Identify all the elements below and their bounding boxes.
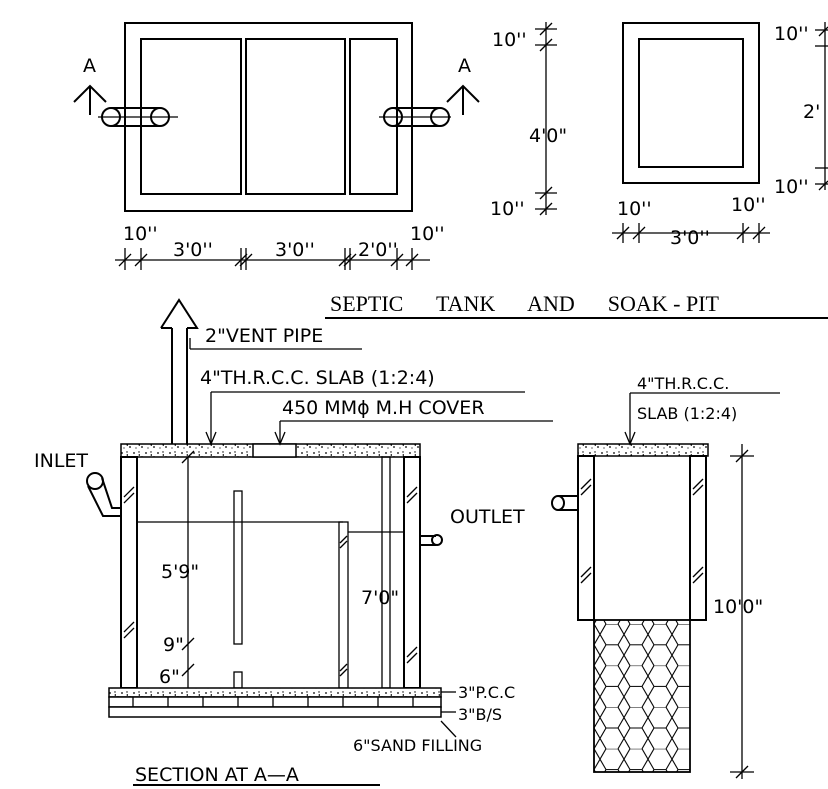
sand-filling-layer <box>108 706 442 718</box>
svg-text:10'': 10'' <box>617 198 652 220</box>
gap-label-6: 6" <box>159 666 180 688</box>
section-caption: SECTION AT A—A <box>135 764 299 786</box>
gap-label-9: 9" <box>163 634 184 656</box>
soak-pit-width-dimensions: 10'' 10'' 3'0'' <box>612 194 770 249</box>
chamber-2 <box>245 38 346 195</box>
septic-tank-section: 2"VENT PIPE 4"TH.R.C.C. SLAB (1:2:4) 450… <box>34 298 553 786</box>
baffle-hanging <box>233 490 243 645</box>
soak-pit-slab-leader: 4"TH.R.C.C. SLAB (1:2:4) <box>624 374 780 446</box>
sand-label: 6"SAND FILLING <box>353 736 482 755</box>
soak-pit-left-wall <box>577 455 595 621</box>
septic-tank-plan: A A 10'' 3'0'' 3'0 <box>73 22 567 270</box>
svg-text:A: A <box>458 55 471 77</box>
svg-text:10'': 10'' <box>774 176 809 198</box>
section-arrow-right: A <box>446 55 480 115</box>
soak-pit-right-wall <box>689 455 707 621</box>
depth-label-5-9: 5'9" <box>161 561 199 583</box>
svg-text:OUTLET: OUTLET <box>450 506 525 528</box>
svg-text:10'': 10'' <box>774 23 809 45</box>
svg-text:2': 2' <box>803 101 820 123</box>
plan-length-dimensions: 10'' 3'0'' 3'0'' 2'0'' 10'' <box>115 223 445 270</box>
soak-pit-depth-dimension: 10'0" <box>713 444 763 779</box>
soak-pit-depth-dimensions: 10'' 2' 10'' <box>774 22 828 198</box>
svg-text:SLAB (1:2:4): SLAB (1:2:4) <box>637 404 737 423</box>
depth-label-7-0: 7'0" <box>361 587 399 609</box>
manhole-cover <box>252 443 297 458</box>
svg-text:10'': 10'' <box>490 198 525 220</box>
vent-pipe: 2"VENT PIPE <box>160 298 362 444</box>
bs-label: 3"B/S <box>458 705 502 724</box>
inlet-pipe: INLET <box>34 450 121 517</box>
pcc-label: 3"P.C.C <box>458 683 515 702</box>
svg-text:10'': 10'' <box>731 194 766 216</box>
pcc-layer <box>108 687 442 698</box>
svg-text:2"VENT PIPE: 2"VENT PIPE <box>205 325 323 347</box>
slab-leader: 4"TH.R.C.C. SLAB (1:2:4) <box>200 367 525 446</box>
section-arrow-left: A <box>73 55 107 115</box>
soak-pit-slab <box>577 443 709 457</box>
svg-text:10'': 10'' <box>410 223 445 245</box>
soak-pit-inner <box>638 38 744 168</box>
plan-width-dimensions: 10'' 4'0" 10'' <box>490 22 567 220</box>
svg-text:4"TH.R.C.C.: 4"TH.R.C.C. <box>637 374 729 393</box>
svg-text:3'0'': 3'0'' <box>275 239 315 261</box>
svg-text:SEPTIC TANK AND: SEPTIC TANK AND SOAK - PIT <box>330 291 720 316</box>
drawing-title: SEPTIC TANK AND SOAK - PIT <box>325 291 828 319</box>
soak-pit-inlet <box>551 495 578 511</box>
svg-text:2'0'': 2'0'' <box>358 239 398 261</box>
svg-text:3'0'': 3'0'' <box>670 227 710 249</box>
cover-leader: 450 MMϕ M.H COVER <box>274 397 553 446</box>
outlet-pipe: OUTLET <box>348 506 525 546</box>
svg-text:10'': 10'' <box>492 29 527 51</box>
soak-pit-outer <box>622 22 760 184</box>
plan-outlet-pipe <box>379 107 451 127</box>
soak-pit-section: 4"TH.R.C.C. SLAB (1:2:4) 10'0" <box>551 374 780 779</box>
brick-soling-layer <box>108 696 442 708</box>
soak-pit-plan: 10'' 10'' 3'0'' 10'' 2' 10'' <box>612 22 828 249</box>
svg-text:INLET: INLET <box>34 450 88 472</box>
soak-pit-rubble-fill <box>593 619 691 773</box>
svg-text:A: A <box>83 55 96 77</box>
svg-text:10'': 10'' <box>123 223 158 245</box>
svg-text:10'0": 10'0" <box>713 596 763 618</box>
plan-inlet-pipe <box>98 107 178 127</box>
svg-text:450 MMϕ M.H COVER: 450 MMϕ M.H COVER <box>282 397 485 419</box>
partition-wall-right <box>381 456 391 689</box>
svg-text:3'0'': 3'0'' <box>173 239 213 261</box>
baffle-stub <box>233 671 243 689</box>
svg-text:4'0": 4'0" <box>529 125 567 147</box>
svg-text:4"TH.R.C.C. SLAB (1:2:4): 4"TH.R.C.C. SLAB (1:2:4) <box>200 367 435 389</box>
